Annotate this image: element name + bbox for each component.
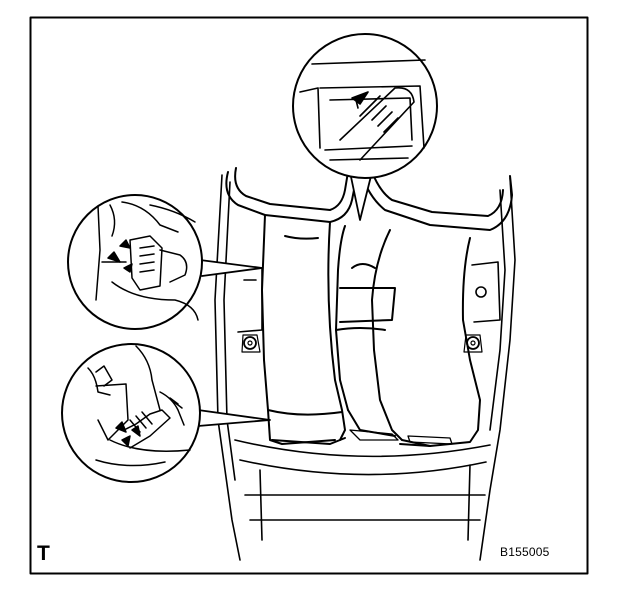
figure-border bbox=[29, 16, 589, 575]
top-callout-pointer bbox=[349, 171, 373, 221]
middle-callout-pointer bbox=[199, 259, 263, 277]
top-detail-callout bbox=[292, 33, 438, 221]
left-console-panel bbox=[225, 167, 357, 445]
lower-callout-pointer bbox=[197, 409, 271, 427]
console-background bbox=[214, 174, 516, 561]
right-console-panel bbox=[335, 171, 513, 447]
figure-code: B155005 bbox=[500, 545, 550, 559]
corner-label: T bbox=[37, 542, 50, 565]
lower-left-detail-callout bbox=[61, 343, 271, 483]
middle-left-detail-callout bbox=[67, 194, 263, 330]
